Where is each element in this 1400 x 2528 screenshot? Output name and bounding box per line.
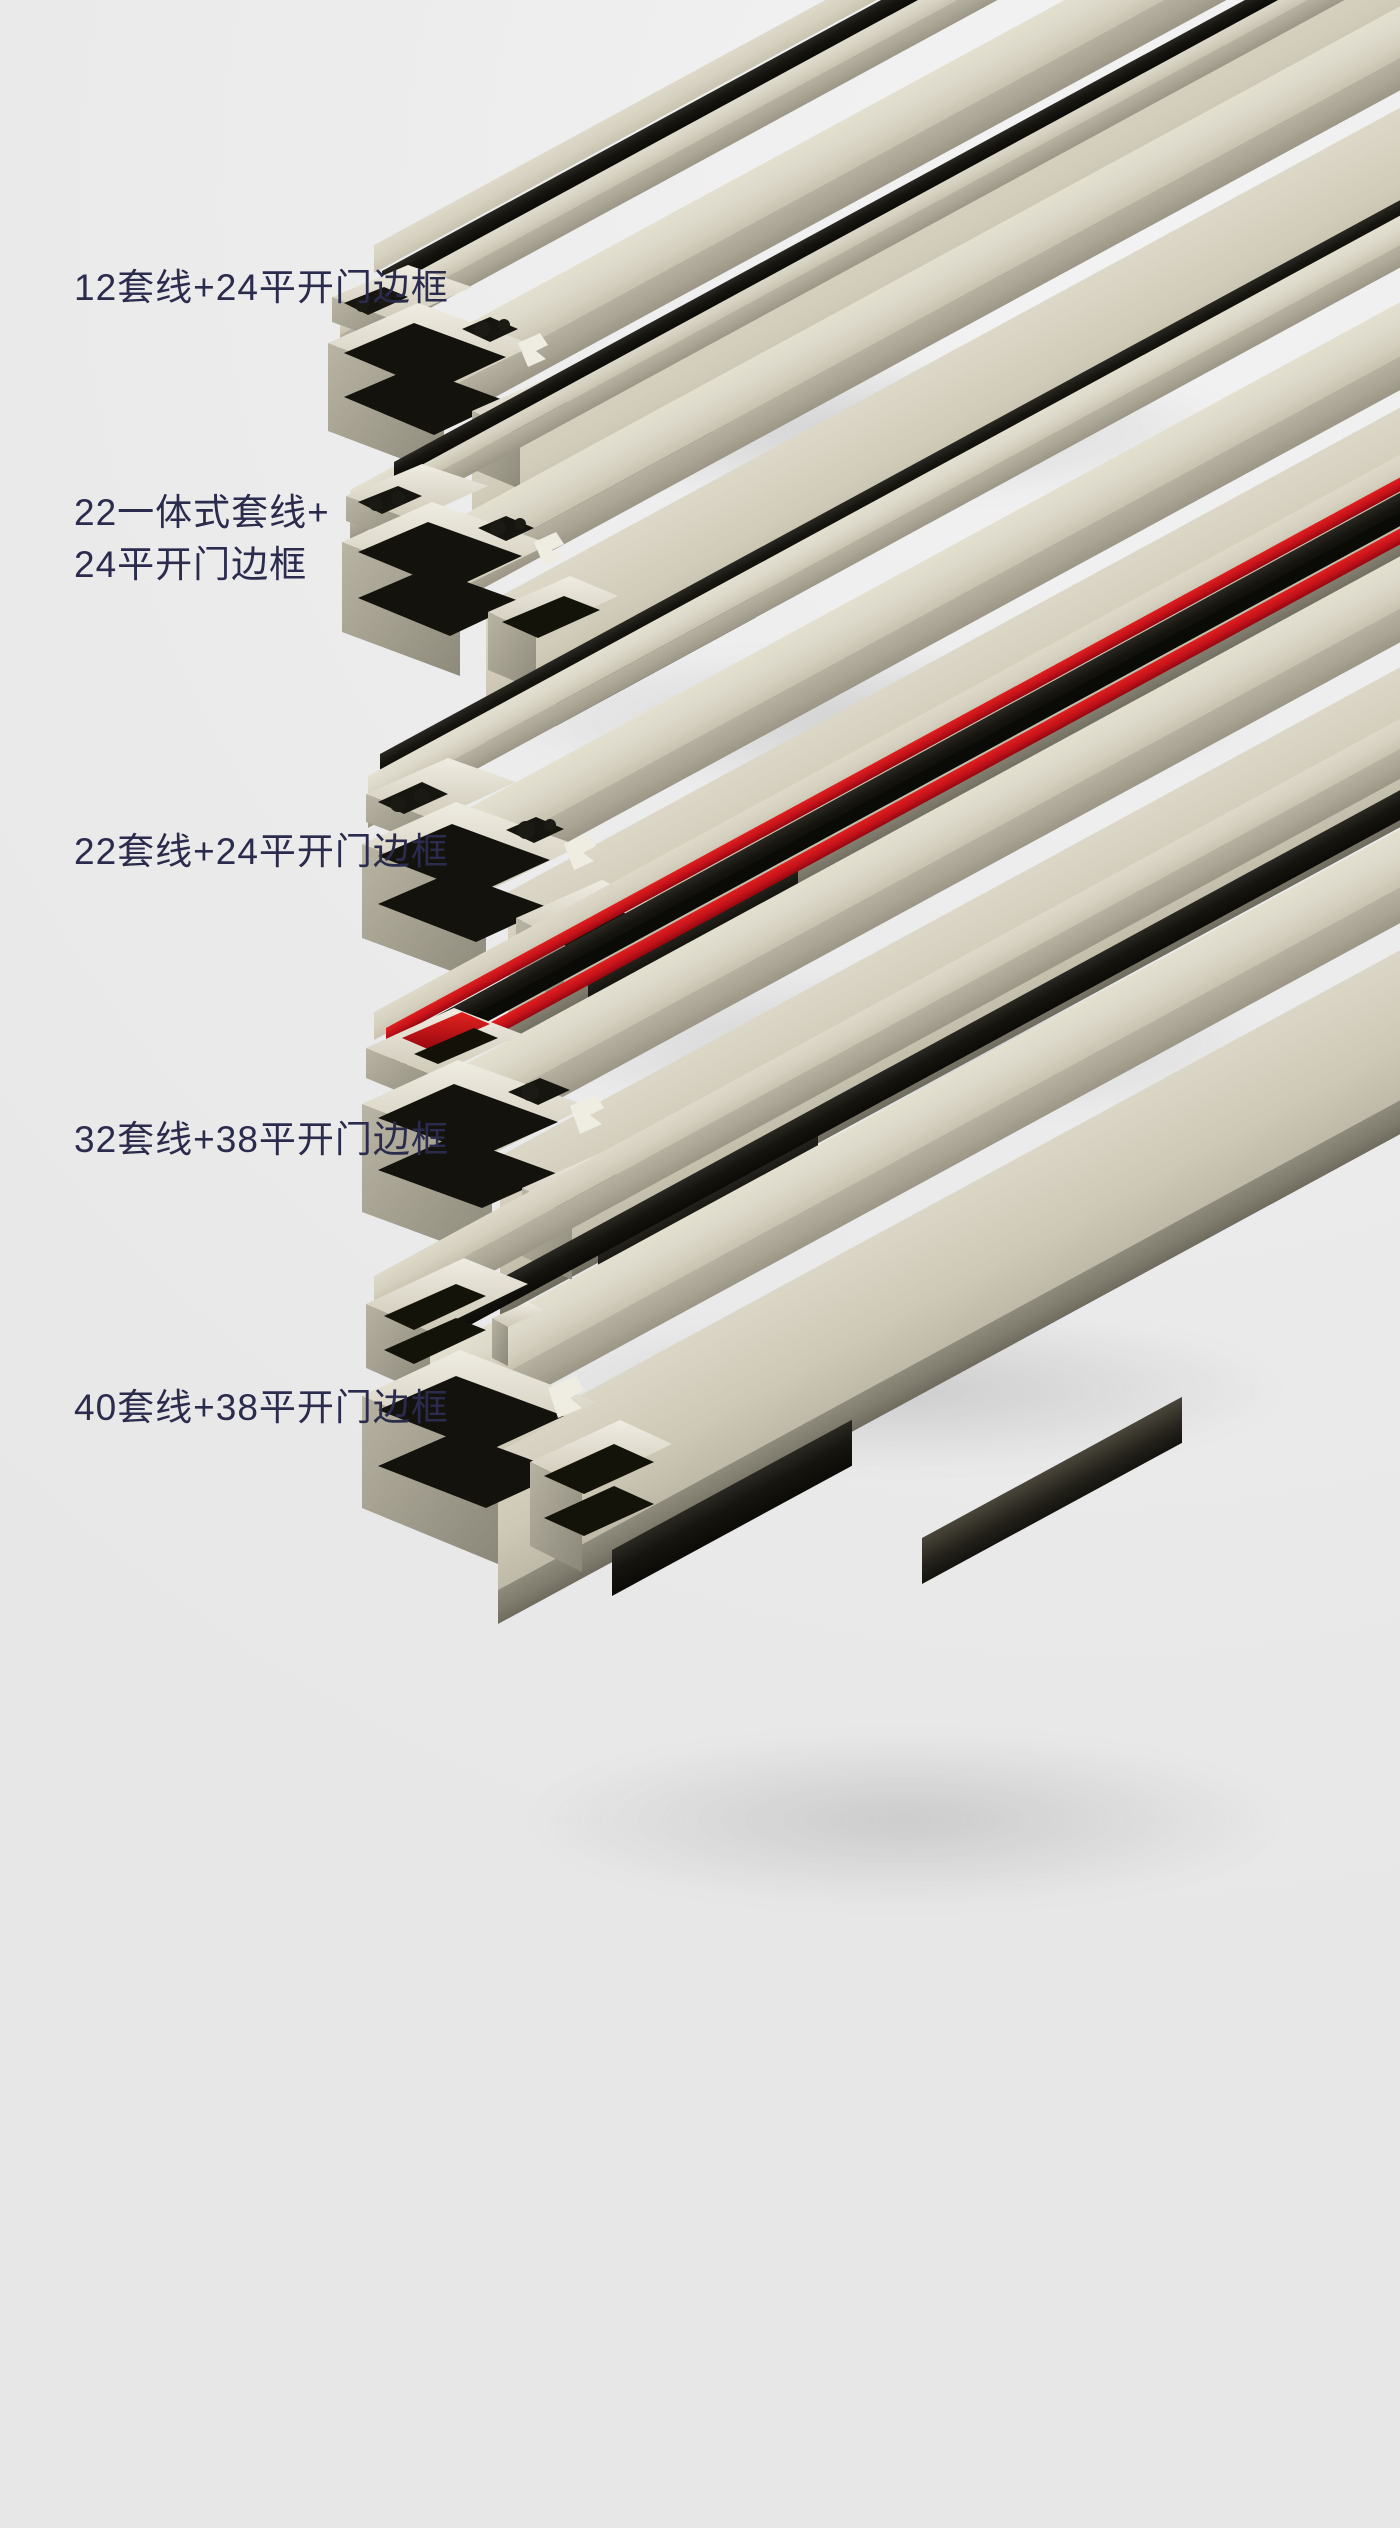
profile-2-label: 22一体式套线+ 24平开门边框 [74, 492, 330, 585]
profile-5-shadow [380, 1700, 1400, 1940]
profile-2-cross-section [336, 410, 636, 750]
profile-5-cross-section [352, 1200, 682, 1620]
product-profile-5 [362, 695, 1400, 1808]
profile-5-cavity-b [922, 1396, 1182, 1584]
product-profile-2 [336, 0, 1400, 888]
